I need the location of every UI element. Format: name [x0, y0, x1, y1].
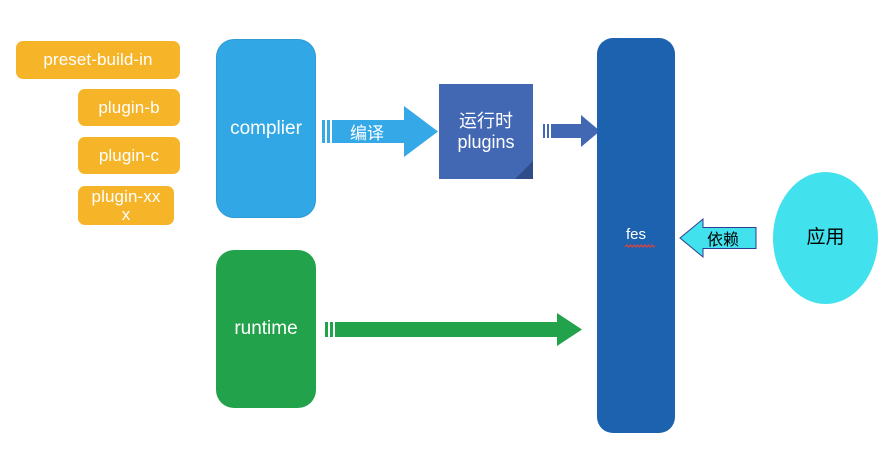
node-runtime-plugins-line2: plugins: [457, 131, 515, 152]
node-app-label: 应用: [806, 227, 845, 249]
plugin-chip-plugin-b[interactable]: plugin-b: [78, 89, 180, 126]
plugin-chip-label: plugin-xxx: [91, 186, 161, 224]
spellcheck-underline-icon: [624, 244, 655, 248]
plugin-chip-label: plugin-c: [98, 145, 160, 165]
node-complier[interactable]: complier: [216, 39, 316, 218]
node-fes-label-wrap: fes: [624, 226, 655, 248]
node-runtime-plugins-line1: 运行时: [459, 111, 513, 132]
node-runtime-label: runtime: [234, 318, 298, 340]
arrow-plugins-to-fes: [543, 113, 601, 149]
plugin-chip-label: plugin-b: [98, 97, 160, 117]
arrow-dependency-label: 依赖: [700, 224, 746, 252]
arrow-compile: [322, 104, 440, 159]
node-app[interactable]: 应用: [773, 172, 878, 304]
arrow-compile-text: 编译: [350, 123, 384, 143]
folded-corner-icon: [515, 161, 533, 179]
plugin-chip-preset-build-in[interactable]: preset-build-in: [16, 41, 180, 79]
node-fes-label: fes: [625, 226, 646, 244]
plugin-chip-label: preset-build-in: [43, 50, 153, 70]
plugin-chip-plugin-c[interactable]: plugin-c: [78, 137, 180, 174]
node-runtime[interactable]: runtime: [216, 250, 316, 408]
arrow-dependency-text: 依赖: [706, 232, 739, 249]
arrow-runtime-to-fes: [325, 311, 583, 348]
node-complier-label: complier: [230, 117, 302, 139]
arrow-compile-label: 编译: [344, 117, 390, 145]
arrow-dependency: [679, 216, 757, 260]
node-runtime-plugins[interactable]: 运行时 plugins: [439, 84, 533, 179]
plugin-chip-plugin-xxx[interactable]: plugin-xxx: [78, 186, 174, 225]
node-fes[interactable]: fes: [597, 38, 675, 433]
